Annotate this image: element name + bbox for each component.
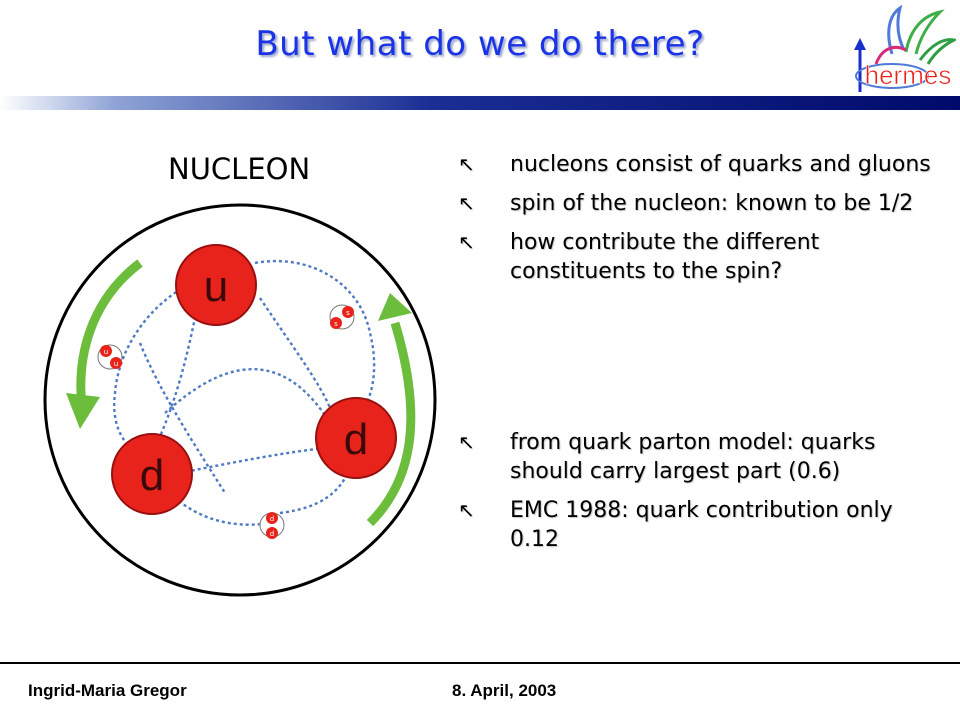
footer-divider	[0, 662, 960, 664]
hermes-logo: hermes	[854, 4, 956, 92]
gluon-line	[138, 342, 227, 494]
sea-quark-pair-3: d d	[259, 512, 285, 539]
bullet-arrow-icon: ↖	[458, 430, 475, 454]
right-spin-arrow	[366, 321, 416, 527]
svg-text:d: d	[270, 515, 274, 523]
bullet-list-top: ↖nucleons consist of quarks and gluons ↖…	[458, 150, 938, 296]
quark-d-left: d	[111, 433, 193, 515]
left-spin-arrow	[76, 259, 143, 409]
quark-d-right: d	[315, 397, 397, 479]
slide-title: But what do we do there?	[255, 24, 705, 64]
bullet-item: ↖EMC 1988: quark contribution only 0.12	[458, 498, 893, 552]
title-underline-bar	[0, 96, 960, 110]
svg-text:s: s	[346, 309, 350, 317]
bullet-arrow-icon: ↖	[458, 498, 475, 522]
gluon-line	[113, 271, 221, 460]
right-arrowhead	[378, 293, 412, 321]
sea-quark-pair-1: u u	[97, 344, 123, 370]
svg-text:u: u	[104, 348, 108, 356]
quark-d-label: d	[140, 451, 164, 500]
bullet-item: ↖spin of the nucleon: known to be 1/2	[458, 191, 914, 216]
gluon-line	[259, 297, 332, 409]
footer-date: 8. April, 2003	[452, 681, 557, 700]
quark-u-label: u	[204, 262, 228, 311]
left-arrowhead	[66, 393, 100, 429]
bullet-item: ↖nucleons consist of quarks and gluons	[458, 152, 931, 177]
quark-u: u	[175, 244, 257, 326]
footer-author: Ingrid-Maria Gregor	[28, 681, 187, 700]
bullet-item: ↖from quark parton model: quarks should …	[458, 430, 876, 484]
quark-d-label: d	[344, 415, 368, 464]
gluon-line	[254, 259, 376, 414]
svg-text:s: s	[334, 320, 338, 328]
svg-text:u: u	[114, 360, 118, 368]
bullet-arrow-icon: ↖	[458, 230, 475, 254]
sea-quark-pair-2: s s	[329, 304, 355, 330]
gluon-line	[164, 368, 332, 424]
svg-text:d: d	[270, 530, 274, 538]
bullet-arrow-icon: ↖	[458, 152, 475, 176]
bullet-item: ↖how contribute the different constituen…	[458, 230, 820, 284]
bullet-arrow-icon: ↖	[458, 191, 475, 215]
nucleon-diagram: u u s s d d u d d	[43, 203, 437, 597]
logo-text: hermes	[865, 60, 952, 90]
bullet-list-bottom: ↖from quark parton model: quarks should …	[458, 428, 938, 564]
nucleon-label: NUCLEON	[168, 152, 311, 186]
